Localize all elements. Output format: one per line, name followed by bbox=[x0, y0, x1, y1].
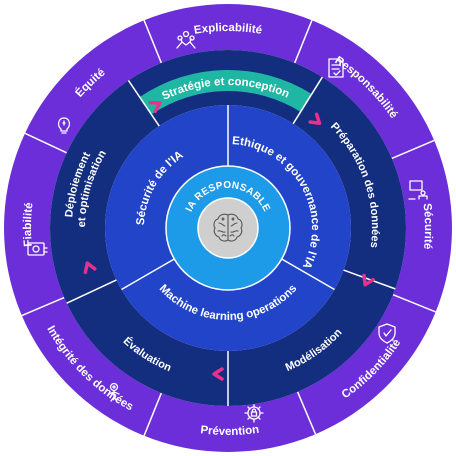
document-check-icon bbox=[328, 58, 344, 78]
outer-ring-separator bbox=[392, 293, 436, 313]
person-presenting-icon bbox=[408, 180, 428, 200]
outer-segment-securite-label: Sécurité bbox=[421, 203, 434, 250]
outer-ring-separator bbox=[143, 392, 163, 436]
inner-ring-separators bbox=[121, 105, 335, 291]
process-arrow-preparation-icon bbox=[308, 112, 322, 126]
middle-ring-separators bbox=[66, 76, 396, 406]
outer-ring-separator bbox=[296, 391, 317, 435]
core: IA RESPONSABLE bbox=[165, 165, 291, 291]
shield-check-icon bbox=[378, 323, 396, 344]
middle-segment-strategie-highlight bbox=[139, 69, 312, 115]
outer-segment-prevention-label: Prévention bbox=[200, 424, 260, 438]
outer-ring-separator bbox=[143, 20, 163, 64]
process-arrow-modelisation-icon bbox=[362, 273, 375, 287]
middle-ring-separator bbox=[343, 269, 396, 290]
outer-ring-separator bbox=[21, 296, 65, 317]
middle-ring: Stratégie et conception Préparation des … bbox=[50, 50, 406, 406]
brain-icon bbox=[213, 213, 243, 242]
middle-ring-separator bbox=[127, 80, 160, 127]
middle-ring-separator bbox=[292, 76, 323, 125]
process-arrow-deploiement-icon bbox=[83, 261, 97, 275]
middle-ring-separator bbox=[66, 279, 117, 304]
outer-ring-separator bbox=[391, 139, 435, 160]
outer-ring-separator bbox=[24, 132, 67, 154]
lightbulb-hand-icon bbox=[57, 117, 71, 134]
inner-ring-separator bbox=[281, 258, 335, 291]
data-screen-icon bbox=[27, 242, 48, 256]
process-arrow-evaluation-icon bbox=[212, 367, 224, 381]
hands-together-icon bbox=[176, 30, 196, 49]
outer-ring-separator bbox=[293, 20, 313, 64]
middle-ring-background bbox=[50, 50, 406, 406]
process-arrow-strategie-icon bbox=[148, 100, 162, 114]
gear-lock-icon bbox=[244, 403, 264, 423]
inner-ring-separator bbox=[121, 258, 175, 291]
outer-segment-fiabilite-label: Fiabilité bbox=[22, 202, 36, 247]
person-target-icon bbox=[108, 382, 120, 402]
outer-ring-separators bbox=[21, 20, 436, 436]
